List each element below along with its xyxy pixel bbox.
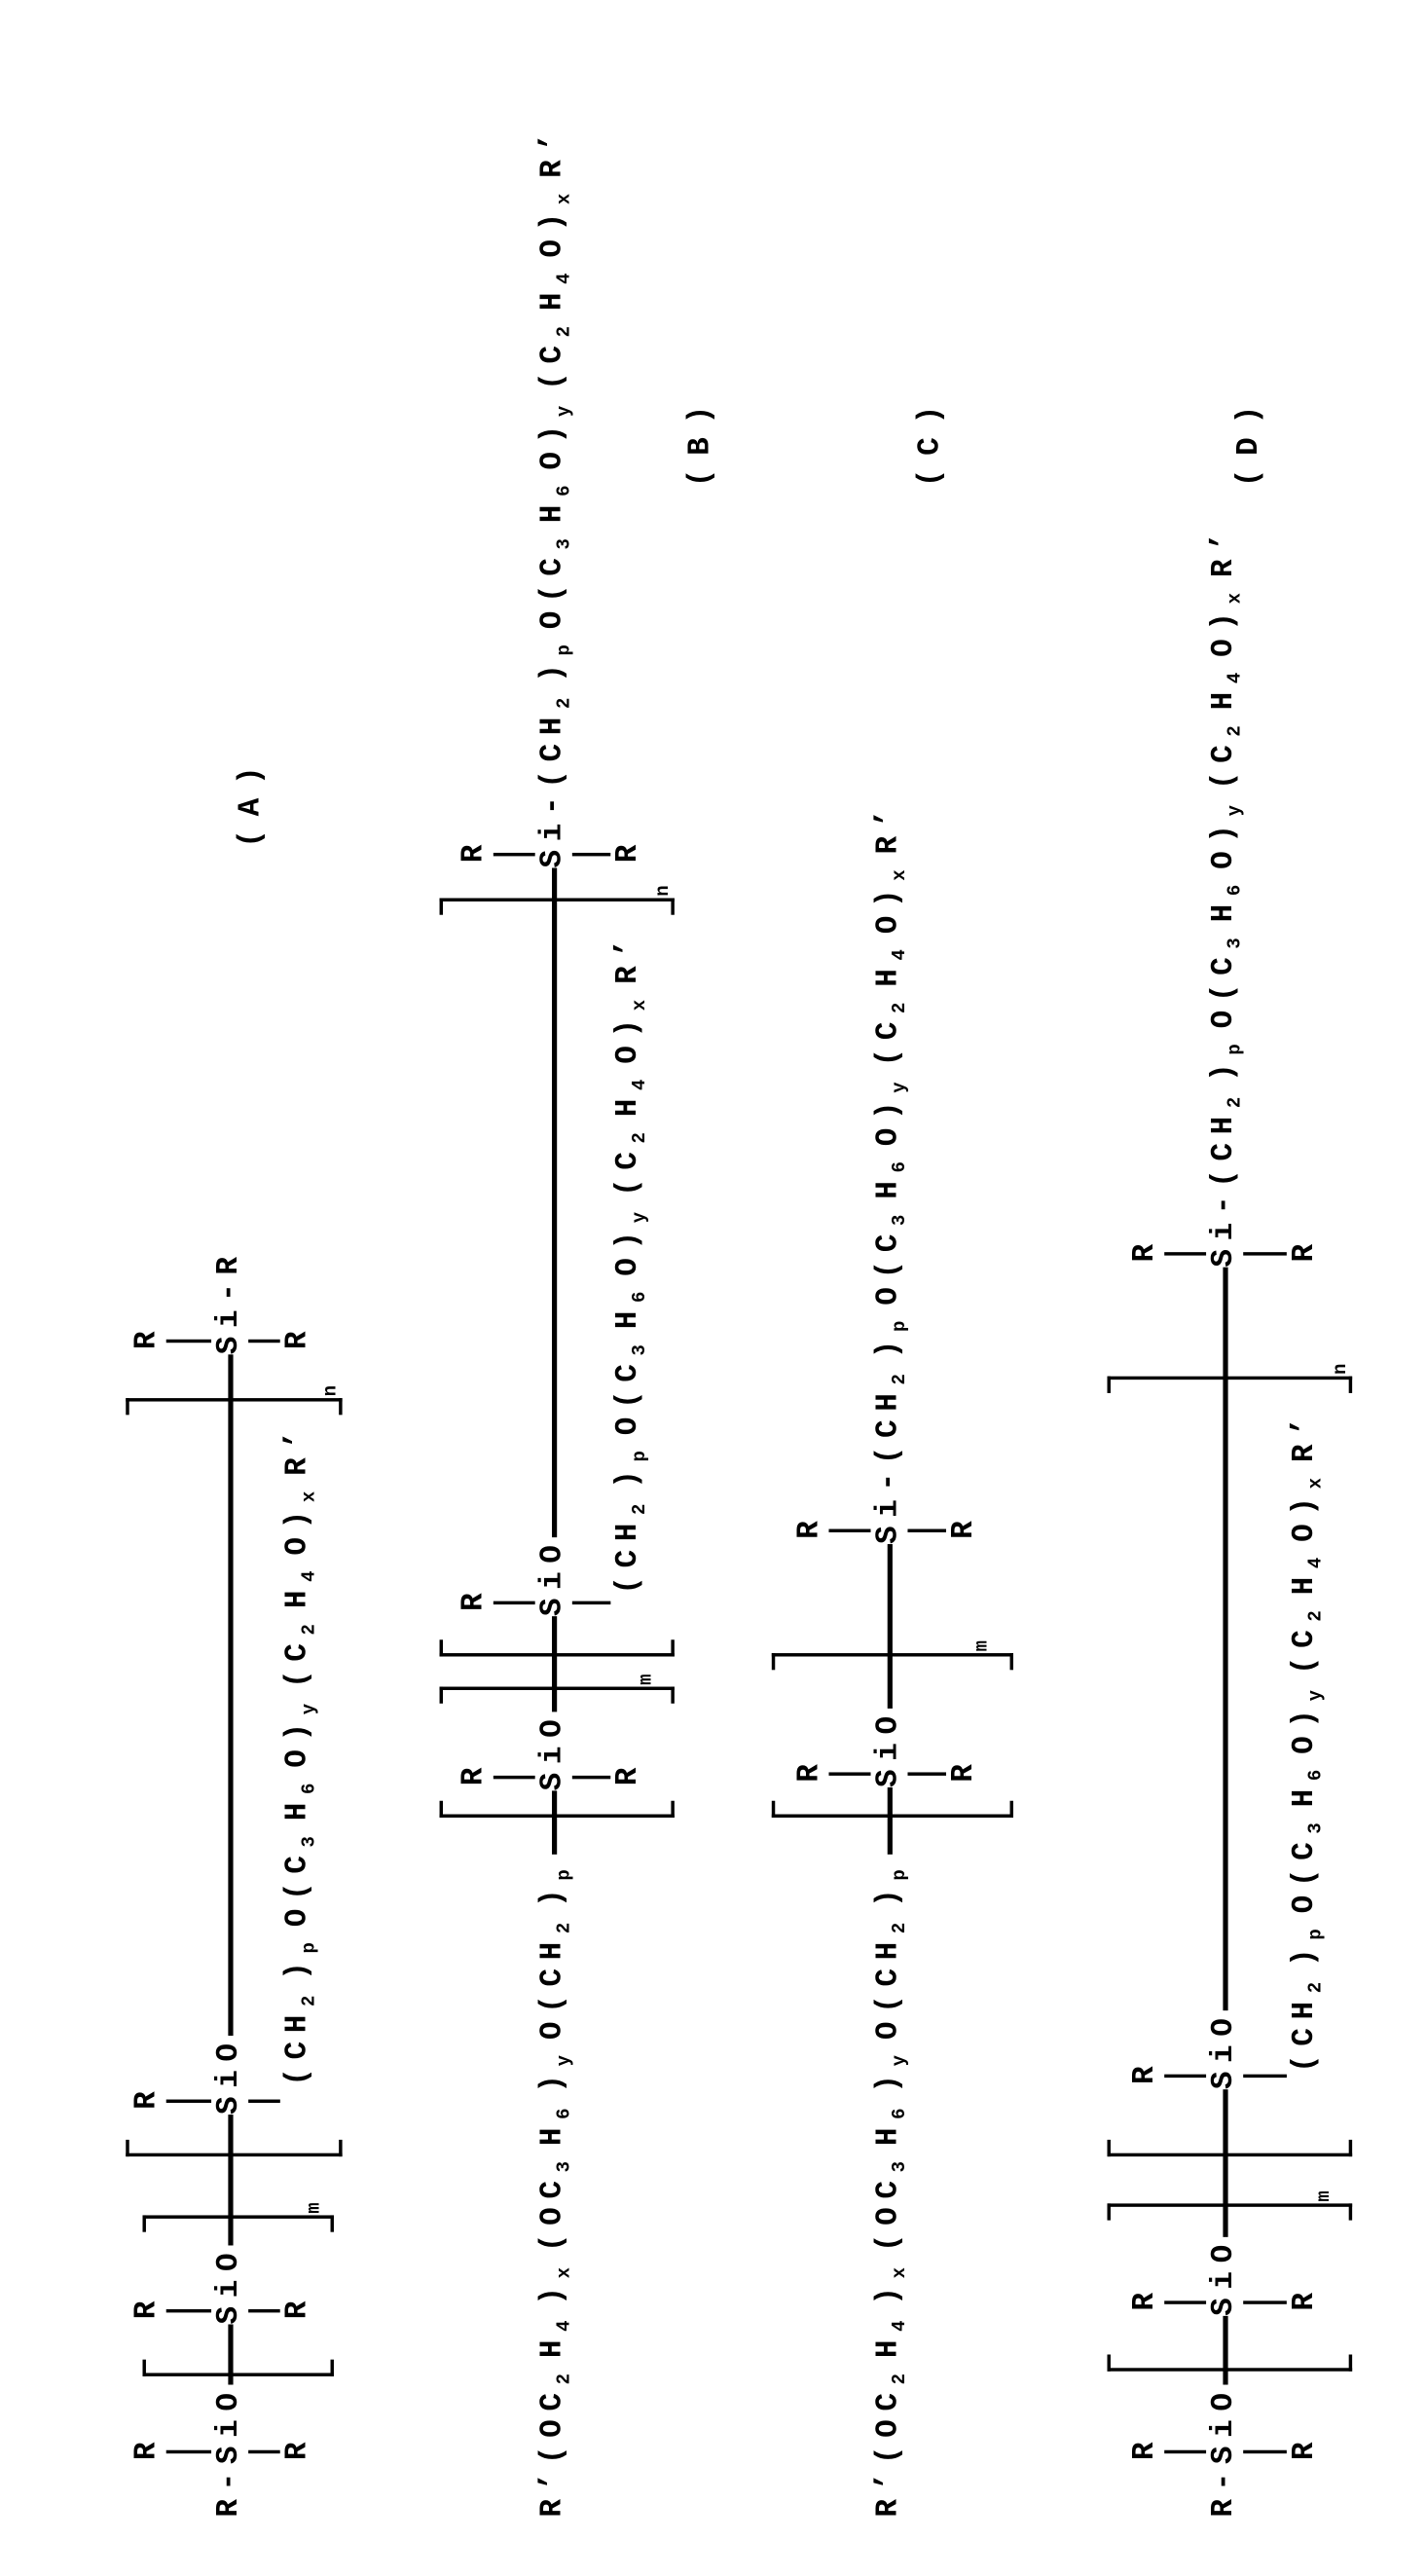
substituent-r: R: [610, 836, 647, 863]
substituent-r: R: [280, 1323, 317, 1349]
substituent-r: R: [129, 2293, 166, 2319]
bond-line: [1243, 1251, 1287, 1255]
bracket-open: [126, 2140, 342, 2156]
terminal-group-right: Si-(CH2)pO(C3H6O)y(C2H4O)xR’: [1206, 525, 1243, 1268]
substituent-r: R: [1287, 1235, 1324, 1262]
bond-line: [494, 1601, 535, 1604]
bond-line: [248, 2099, 280, 2103]
substituent-r: R: [129, 2434, 166, 2460]
substituent-r: R: [1127, 2058, 1164, 2084]
substituent-r: R: [791, 1513, 828, 1539]
repeat-unit-siloxane: SiO: [535, 1711, 572, 1791]
formula-label-d: (D): [1231, 392, 1268, 487]
bracket-open: [772, 1801, 1013, 1818]
bond-line: [1243, 2300, 1287, 2304]
bracket-open: [440, 1801, 675, 1818]
terminal-polyether-chain: R’(OC2H4)x(OC3H6)yO(CH2)p: [535, 1854, 572, 2517]
bond-line: [572, 1775, 611, 1779]
subscript-m: m: [973, 1640, 994, 1651]
terminal-group-left: R-SiO: [1206, 2384, 1243, 2517]
terminal-group-right: Si-(CH2)pO(C3H6O)y(C2H4O)xR’: [535, 125, 572, 867]
pendant-polyether-chain: (CH2)pO(C3H6O)y(C2H4O)xR’: [610, 931, 647, 1594]
substituent-r: R: [280, 2434, 317, 2460]
bond-line: [907, 1772, 946, 1776]
repeat-unit-siloxane: SiO: [1206, 2236, 1243, 2316]
bond-line: [572, 1601, 611, 1604]
substituent-r: R: [791, 1756, 828, 1783]
formula-label-b: (B): [682, 392, 719, 487]
pendant-polyether-chain: (CH2)pO(C3H6O)y(C2H4O)xR’: [1287, 1410, 1324, 2073]
bond-line: [166, 2099, 212, 2103]
bracket-close: [772, 1653, 1013, 1670]
substituent-r: R: [129, 1323, 166, 1349]
bracket-close: [142, 2215, 333, 2231]
bracket-close: [440, 1687, 675, 1704]
bond-line: [248, 2449, 280, 2453]
substituent-r: R: [1287, 2284, 1324, 2310]
bond-line: [572, 852, 611, 856]
substituent-r: R: [1127, 1235, 1164, 1262]
substituent-r: R: [457, 1585, 494, 1611]
bond-line: [494, 852, 535, 856]
repeat-unit-siloxane: SiO: [1206, 2009, 1243, 2089]
bond-line: [1243, 2074, 1287, 2078]
bond-line: [1164, 2300, 1206, 2304]
substituent-r: R: [129, 2083, 166, 2110]
bond-line: [907, 1528, 946, 1532]
bond-line: [1164, 2074, 1206, 2078]
subscript-m: m: [1315, 2190, 1335, 2201]
bond-line: [494, 1775, 535, 1779]
formula-label-a: (A): [234, 754, 271, 848]
substituent-r: R: [1127, 2284, 1164, 2310]
bracket-open: [1108, 2354, 1353, 2371]
bracket-close: [126, 1398, 342, 1415]
terminal-group-right: Si-R: [211, 1248, 248, 1354]
bond-line: [1164, 1251, 1206, 1255]
bracket-close: [1108, 2203, 1353, 2220]
pendant-polyether-chain: (CH2)pO(C3H6O)y(C2H4O)xR’: [280, 1422, 317, 2085]
repeat-unit-siloxane: SiO: [211, 2035, 248, 2115]
bracket-close: [440, 899, 675, 915]
terminal-polyether-chain: R’(OC2H4)x(OC3H6)yO(CH2)p: [870, 1854, 907, 2517]
substituent-r: R: [1127, 2434, 1164, 2460]
bond-line: [828, 1772, 870, 1776]
subscript-m: m: [638, 1674, 658, 1684]
substituent-r: R: [457, 836, 494, 863]
substituent-r: R: [1287, 2434, 1324, 2460]
terminal-group-right: Si-(CH2)pO(C3H6O)y(C2H4O)xR’: [870, 801, 907, 1544]
subscript-n: n: [654, 885, 675, 896]
substituent-r: R: [946, 1756, 983, 1783]
backbone-bond: [552, 856, 556, 1854]
repeat-unit-siloxane: SiO: [535, 1536, 572, 1616]
substituent-r: R: [280, 2293, 317, 2319]
substituent-r: R: [610, 1759, 647, 1785]
substituent-r: R: [946, 1513, 983, 1539]
bracket-open: [440, 1639, 675, 1656]
bracket-close: [1108, 1377, 1353, 1393]
bond-line: [166, 1339, 212, 1343]
subscript-m: m: [306, 2202, 326, 2213]
bond-line: [166, 2449, 212, 2453]
bracket-open: [1108, 2140, 1353, 2156]
repeat-unit-siloxane: SiO: [211, 2245, 248, 2325]
substituent-r: R: [457, 1759, 494, 1785]
bond-line: [1243, 2449, 1287, 2453]
bond-line: [166, 2308, 212, 2312]
subscript-n: n: [1332, 1364, 1352, 1375]
formula-label-c: (C): [913, 392, 950, 487]
bond-line: [248, 2308, 280, 2312]
bond-line: [1164, 2449, 1206, 2453]
bond-line: [828, 1528, 870, 1532]
repeat-unit-siloxane: SiO: [870, 1708, 907, 1787]
bracket-open: [142, 2360, 333, 2376]
terminal-group-left: R-SiO: [211, 2384, 248, 2517]
bond-line: [248, 1339, 280, 1343]
subscript-n: n: [322, 1385, 343, 1396]
